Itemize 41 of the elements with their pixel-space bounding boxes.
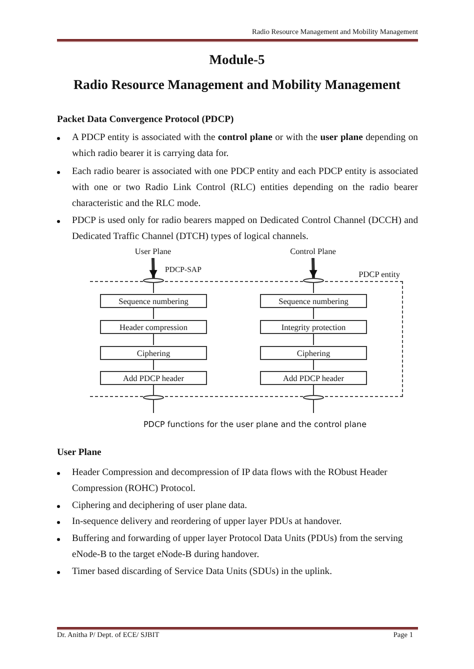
- function-box: Add PDCP header: [100, 371, 207, 385]
- connector-line: [153, 306, 154, 320]
- bullet-text: Header Compression and decompression of IP data flows with the RObust Header Compression (ROHC) Protocol.: [72, 466, 388, 496]
- plane-label: Control Plane: [273, 247, 353, 258]
- figure-caption: PDCP functions for the user plane and the control plane: [142, 420, 368, 429]
- arrow: [149, 258, 158, 278]
- bullet-text: In-sequence delivery and reordering of upper layer PDUs at handover.: [72, 515, 343, 529]
- section-heading: Packet Data Convergence Protocol (PDCP): [57, 114, 234, 125]
- plane-label: User Plane: [118, 247, 188, 258]
- function-box: Sequence numbering: [260, 294, 367, 308]
- function-box: Ciphering: [260, 346, 367, 360]
- page-title: Module-5: [208, 52, 266, 68]
- page-subtitle: Radio Resource Management and Mobility Management: [72, 77, 402, 93]
- access-point-ellipse: [143, 395, 164, 400]
- connector-line: [313, 358, 314, 370]
- connector-line: [153, 400, 154, 414]
- bullet-text: A PDCP entity is associated with the control plane or with the user plane depending on which radio bearer it is carrying data for.: [72, 131, 418, 161]
- section-heading: User Plane: [57, 447, 102, 458]
- function-box: Header compression: [100, 320, 207, 334]
- bullet-text: Ciphering and deciphering of user plane data.: [72, 499, 248, 513]
- connector-line: [313, 400, 314, 414]
- bullet-text: PDCP is used only for radio bearers mapped on Dedicated Control Channel (DCCH) and Dedicated Traffic Channel (DTCH) types of logical channels.: [72, 214, 418, 244]
- function-box: Ciphering: [100, 346, 207, 360]
- access-point-ellipse: [303, 395, 324, 400]
- connector-line: [153, 384, 154, 396]
- connector-line: [313, 332, 314, 346]
- bullet-text: Timer based discarding of Service Data Units (SDUs) in the uplink.: [72, 565, 333, 579]
- connector-line: [313, 384, 314, 396]
- arrow: [309, 258, 318, 278]
- bullet-text: Each radio bearer is associated with one PDCP entity and each PDCP entity is associated with one or two Radio Link Control (RLC) entities depending on the radio bearer characteristic and the RLC mode.: [72, 165, 418, 211]
- group-title: PDCP entity: [358, 270, 400, 279]
- bullet-text: Buffering and forwarding of upper layer Protocol Data Units (PDUs) from the serving eNode-B to the target eNode-B during handover.: [72, 532, 404, 562]
- connector-line: [153, 332, 154, 346]
- access-point-ellipse: [303, 278, 324, 283]
- function-box: Integrity protection: [260, 320, 367, 334]
- connector-line: [153, 282, 154, 294]
- connector-line: [313, 282, 314, 294]
- function-box: Sequence numbering: [100, 294, 207, 308]
- connector-line: [153, 358, 154, 370]
- function-box: Add PDCP header: [260, 371, 367, 385]
- connector-line: [313, 306, 314, 320]
